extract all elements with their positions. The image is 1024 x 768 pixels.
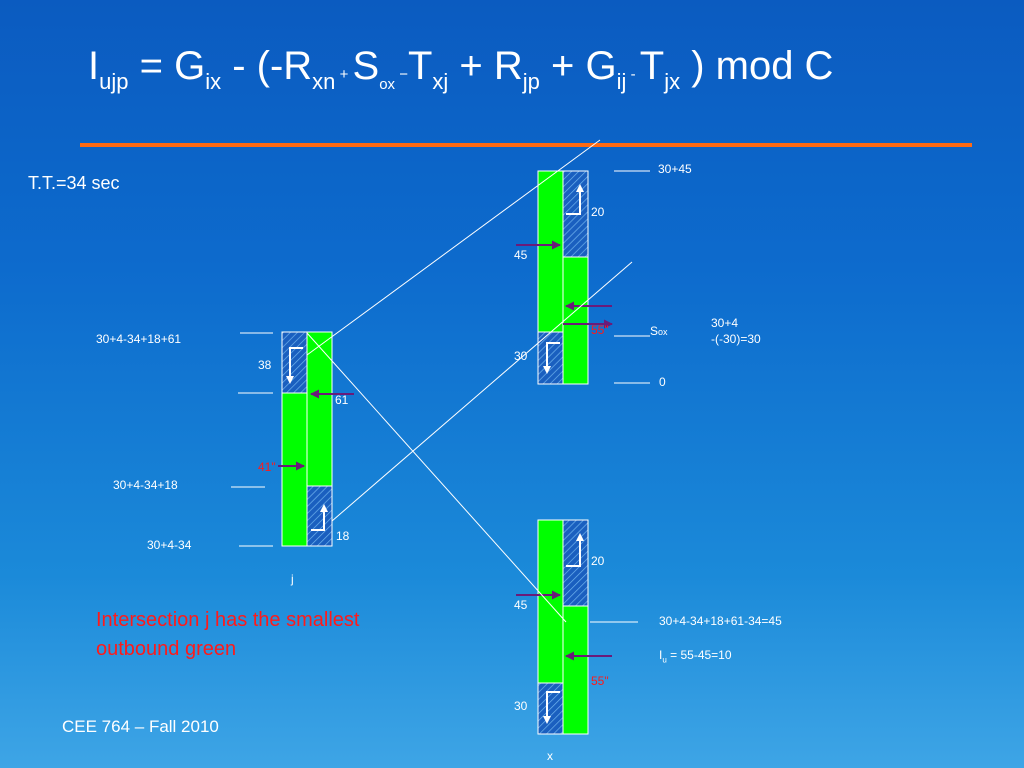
p-top-label: 30+45 [658, 162, 692, 176]
x-green-duration: 45 [514, 598, 528, 612]
x-green-right [562, 605, 589, 735]
j-green-left [281, 392, 308, 547]
p-sox-label: Sox [650, 324, 668, 338]
j-red-right-duration: 18 [336, 529, 350, 543]
note-text: Intersection j has the smallest outbound… [96, 609, 360, 660]
j-offset-label: 41" [258, 460, 276, 474]
x-offset-label: 55" [591, 674, 609, 688]
x-calc-label: 30+4-34+18+61-34=45 [659, 614, 782, 628]
p-zero-label: 0 [659, 375, 666, 389]
travel-time-label: T.T.=34 sec [28, 173, 120, 193]
j-mid-label: 30+4-34+18 [113, 478, 178, 492]
p-red-left-duration: 30 [514, 349, 528, 363]
p-green-left [537, 170, 564, 333]
p-green-right [562, 256, 589, 385]
x-interference-label: Iu = 55-45=10 [659, 648, 732, 665]
p-turn-arrow-down [543, 342, 560, 374]
p-offset-label: 55" [591, 323, 609, 337]
j-red-right [306, 485, 333, 547]
x-turn-arrow-down [543, 691, 560, 724]
j-green-duration: 61 [335, 393, 349, 407]
p-calc-line-2: -(-30)=30 [711, 332, 761, 346]
x-red-right [562, 519, 589, 607]
footer-text: CEE 764 – Fall 2010 [62, 717, 219, 736]
j-bottom-label: 30+4-34 [147, 538, 192, 552]
p-red-left [537, 331, 564, 385]
p-calc-line-1: 30+4 [711, 316, 739, 330]
p-green-duration: 45 [514, 248, 528, 262]
p-turn-arrow-up [566, 184, 584, 215]
j-name: j [291, 572, 294, 586]
page-title: Iujp = Gix - (-Rxn + Sox −Txj + Rjp + Gi… [88, 44, 834, 94]
progression-line-1 [306, 139, 601, 356]
intersection-p [516, 170, 650, 385]
j-top-label: 30+4-34+18+61 [96, 332, 182, 346]
intersection-j [231, 331, 354, 547]
progression-line-3 [306, 332, 567, 623]
j-red-duration: 38 [258, 358, 272, 372]
j-turn-arrow-up [311, 504, 328, 531]
x-red-left-duration: 30 [514, 699, 528, 713]
x-green-left [537, 519, 564, 684]
x-name: x [547, 749, 553, 763]
x-red-duration: 20 [591, 554, 605, 568]
intersection-x [516, 519, 638, 735]
j-red-left [281, 331, 308, 394]
progression-line-2 [331, 261, 633, 522]
x-red-left [537, 682, 564, 735]
x-turn-arrow-up [566, 533, 584, 567]
j-green-right [306, 331, 333, 487]
p-red-duration: 20 [591, 205, 605, 219]
j-turn-arrow-down [286, 347, 303, 384]
